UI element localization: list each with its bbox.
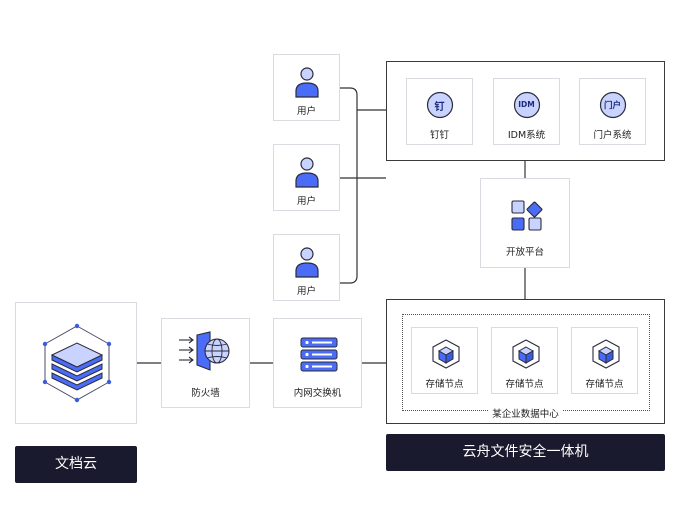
app-label: IDM系统 <box>507 130 546 141</box>
user-node[interactable]: 用户 <box>273 144 340 211</box>
switch-server-icon <box>300 337 338 372</box>
app-idm[interactable]: IDM IDM系统 <box>493 78 560 145</box>
storage-cube-icon <box>432 339 460 369</box>
firewall-node[interactable]: 防火墙 <box>161 318 250 408</box>
app-label: 钉钉 <box>429 130 449 141</box>
user-label: 用户 <box>296 196 316 207</box>
app-portal[interactable]: 门户 门户系统 <box>579 78 646 145</box>
doc-cloud-node[interactable] <box>15 302 137 424</box>
user-node[interactable]: 用户 <box>273 234 340 301</box>
storage-node-label: 存储节点 <box>585 379 624 390</box>
storage-node-label: 存储节点 <box>425 379 464 390</box>
user-icon <box>295 157 319 188</box>
doc-cloud-banner: 文档云 <box>15 446 137 483</box>
storage-cube-icon <box>512 339 540 369</box>
open-platform-node[interactable]: 开放平台 <box>480 178 570 268</box>
storage-cube-icon <box>592 339 620 369</box>
open-platform-label: 开放平台 <box>505 247 544 258</box>
user-icon <box>295 67 319 98</box>
switch-label: 内网交换机 <box>293 388 342 399</box>
storage-node-label: 存储节点 <box>505 379 544 390</box>
app-label: 门户系统 <box>593 130 632 141</box>
portal-icon <box>599 91 627 119</box>
switch-node[interactable]: 内网交换机 <box>273 318 362 408</box>
app-dingtalk[interactable]: 钉 钉钉 <box>406 78 473 145</box>
app-icon-text: IDM <box>518 100 535 109</box>
idm-icon <box>513 91 541 119</box>
storage-node[interactable]: 存储节点 <box>411 327 478 394</box>
dingtalk-icon <box>426 91 454 119</box>
firewall-icon <box>179 331 230 371</box>
storage-group: 存储节点 存储节点 存储节点 某企业数据中心 <box>386 299 665 424</box>
user-label: 用户 <box>296 106 316 117</box>
app-icon-text: 门户 <box>603 101 621 111</box>
platform-grid-icon <box>511 200 543 231</box>
user-icon <box>295 247 319 278</box>
storage-node[interactable]: 存储节点 <box>491 327 558 394</box>
appliance-banner: 云舟文件安全一体机 <box>386 434 665 471</box>
app-icon-text: 钉 <box>434 102 445 113</box>
apps-group: 钉 钉钉 IDM IDM系统 门户 门户系统 <box>386 61 665 161</box>
server-stack-icon <box>42 323 112 403</box>
datacenter-label: 某企业数据中心 <box>488 409 563 420</box>
user-bracket <box>340 87 358 284</box>
storage-node[interactable]: 存储节点 <box>571 327 638 394</box>
firewall-label: 防火墙 <box>191 388 220 399</box>
user-label: 用户 <box>296 286 316 297</box>
user-node[interactable]: 用户 <box>273 54 340 121</box>
